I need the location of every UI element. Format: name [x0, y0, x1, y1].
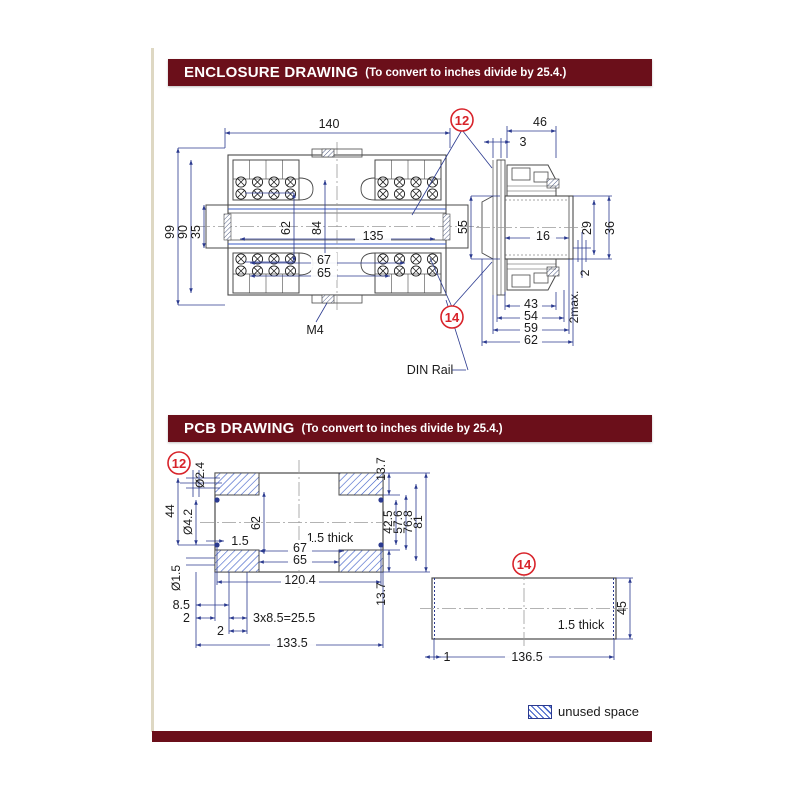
- dim-62-pcb: 62: [249, 516, 263, 530]
- din-rail-label: DIN Rail: [407, 363, 454, 377]
- pcb-board-12: 1.5 thick Ø2.4 Ø4.2 44 Ø1.5: [163, 457, 430, 650]
- dim-dia-4-2: Ø4.2: [181, 509, 195, 535]
- dim-76-8: 76.8: [401, 510, 415, 534]
- terminal-block-bottom-right: [360, 252, 442, 294]
- callout-14-pcb-label: 14: [517, 557, 532, 572]
- legend-unused-space: unused space: [528, 704, 639, 719]
- dim-84: 84: [310, 221, 324, 235]
- dim-3: 3: [520, 135, 527, 149]
- dim-13-7-top: 13.7: [374, 457, 388, 481]
- dim-54: 54: [524, 309, 538, 323]
- dim-36: 36: [603, 221, 617, 235]
- dim-120-4: 120.4: [284, 573, 315, 587]
- dim-67: 67: [317, 253, 331, 267]
- dim-46: 46: [533, 115, 547, 129]
- pcb12-thickness-note: 1.5 thick: [307, 531, 354, 545]
- dim-135: 135: [363, 229, 384, 243]
- dim-1-5: 1.5: [231, 534, 248, 548]
- section-subtitle-enclosure: (To convert to inches divide by 25.4.): [365, 66, 567, 79]
- bottom-accent-bar: [152, 731, 652, 742]
- callout-12-pcb-label: 12: [172, 456, 186, 471]
- dim-16: 16: [536, 229, 550, 243]
- dim-90: 90: [176, 225, 190, 239]
- hatch-swatch-icon: [528, 704, 552, 719]
- dim-3x8-5: 3x8.5=25.5: [253, 611, 315, 625]
- dim-65: 65: [317, 266, 331, 280]
- section-header-enclosure: ENCLOSURE DRAWING (To convert to inches …: [168, 59, 652, 86]
- dim-62: 62: [279, 221, 293, 235]
- section-subtitle-pcb: (To convert to inches divide by 25.4.): [301, 422, 503, 435]
- dim-62-side: 62: [524, 333, 538, 347]
- dim-2max: 2max.: [567, 291, 581, 324]
- dim-dia-2-4: Ø2.4: [193, 462, 207, 488]
- dim-2b: 2: [217, 624, 224, 638]
- dim-133-5: 133.5: [276, 636, 307, 650]
- dim-57-6: 57.6: [391, 510, 405, 534]
- pcb14-thickness-note: 1.5 thick: [558, 618, 605, 632]
- dim-99: 99: [163, 225, 177, 239]
- dim-dia-1-5: Ø1.5: [169, 565, 183, 591]
- enclosure-side-view: 46 3 55 16: [456, 115, 617, 347]
- dim-65-pcb: 65: [293, 553, 307, 567]
- dim-29: 29: [580, 221, 594, 235]
- dim-42-5: 42.5: [381, 510, 395, 534]
- dim-59: 59: [524, 321, 538, 335]
- left-decorative-rule: [151, 48, 154, 732]
- terminal-block-top-left: [232, 159, 314, 201]
- dim-8-5: 8.5: [173, 598, 190, 612]
- dim-1: 1: [444, 650, 451, 664]
- dim-67-pcb: 67: [293, 541, 307, 555]
- dim-140: 140: [319, 117, 340, 131]
- legend-label: unused space: [558, 704, 639, 719]
- callout-12-enclosure[interactable]: 12: [411, 108, 493, 216]
- callout-12-pcb[interactable]: 12: [167, 451, 191, 475]
- dim-35: 35: [189, 225, 203, 239]
- section-header-pcb: PCB DRAWING (To convert to inches divide…: [168, 415, 652, 442]
- m4-label: M4: [306, 323, 323, 337]
- dim-2: 2: [578, 269, 592, 276]
- callout-14-enclosure[interactable]: 14: [429, 257, 493, 329]
- terminal-block-top-right: [360, 159, 442, 201]
- dim-44: 44: [163, 504, 177, 518]
- dim-2a: 2: [183, 611, 190, 625]
- pcb-board-14: 1.5 thick 45 1 136.5: [420, 566, 633, 664]
- dim-81: 81: [411, 515, 425, 529]
- dim-45: 45: [615, 601, 629, 615]
- section-title-enclosure: ENCLOSURE DRAWING: [184, 64, 359, 81]
- terminal-block-bottom-left: [232, 252, 314, 294]
- dim-13-7-bot: 13.7: [374, 582, 388, 606]
- callout-14-label: 14: [445, 310, 460, 325]
- enclosure-front-view: 140 99 90 35 62 84: [163, 117, 480, 377]
- dim-55: 55: [456, 220, 470, 234]
- callout-12-label: 12: [455, 113, 469, 128]
- section-title-pcb: PCB DRAWING: [184, 420, 295, 437]
- dim-136-5: 136.5: [511, 650, 542, 664]
- dim-43: 43: [524, 297, 538, 311]
- callout-14-pcb[interactable]: 14: [512, 552, 536, 576]
